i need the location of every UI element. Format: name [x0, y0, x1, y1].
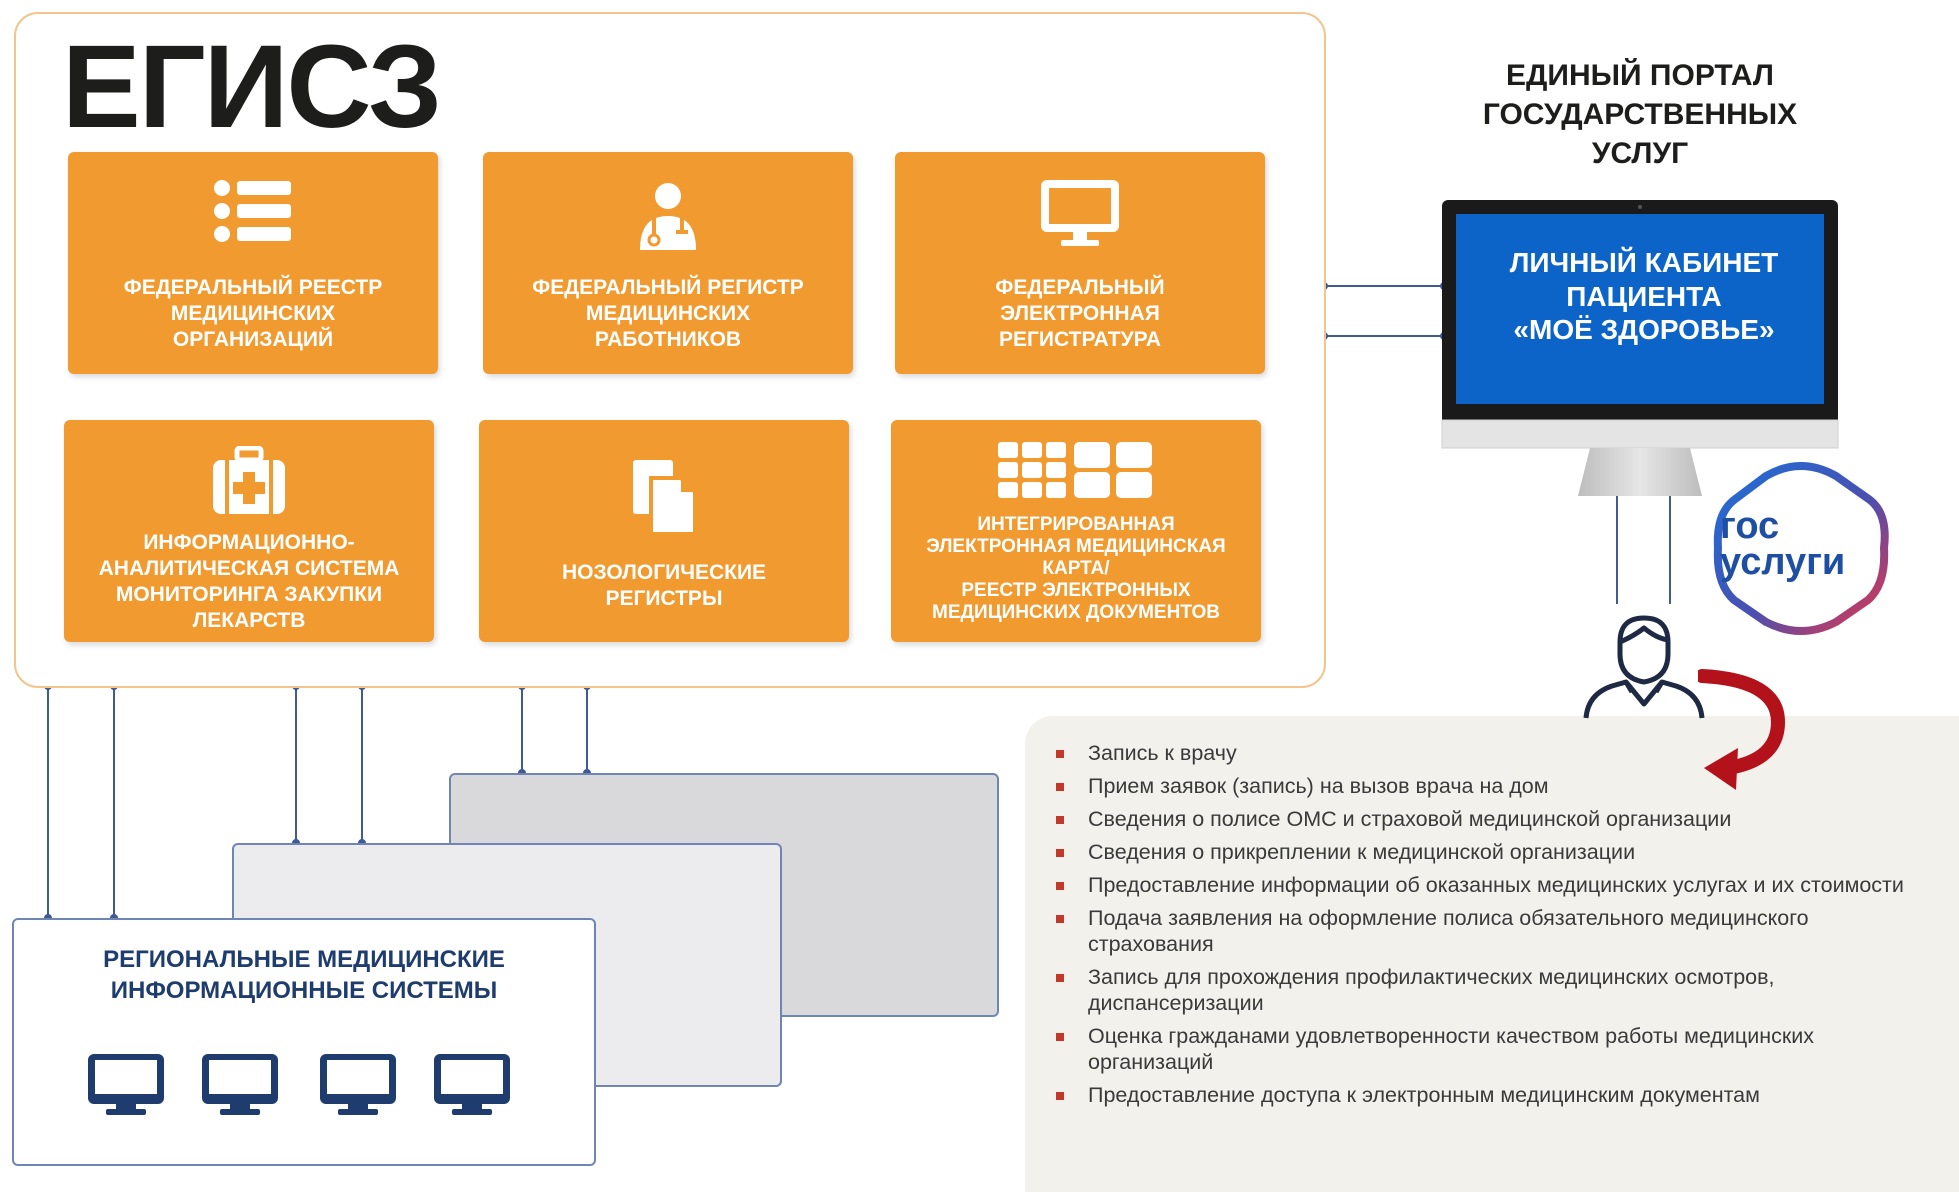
grid-icon [891, 442, 1261, 522]
services-panel [1025, 716, 1959, 1192]
service-item: Сведения о полисе ОМС и страховой медици… [1052, 806, 1932, 832]
tile-federal-register-workers[interactable]: Федеральный регистр медицинских работник… [483, 152, 853, 374]
tile-federal-electronic-registry[interactable]: Федеральный электронная регистратура [895, 152, 1265, 374]
tile-drug-procurement-monitoring[interactable]: Информационно- аналитическая система мон… [64, 420, 434, 642]
egisz-title: ЕГИСЗ [62, 21, 442, 153]
service-item: Запись к врачу [1052, 740, 1932, 766]
service-item: Предоставление доступа к электронным мед… [1052, 1082, 1932, 1108]
tile-integrated-emr[interactable]: Интегрированная электронная медицинская … [891, 420, 1261, 642]
service-item: Предоставление информации об оказанных м… [1052, 872, 1932, 898]
tile-label: Федеральный электронная регистратура [995, 275, 1165, 352]
monitor-icon [895, 178, 1265, 258]
service-item: Прием заявок (запись) на вызов врача на … [1052, 773, 1932, 799]
medkit-icon [64, 446, 434, 526]
computer-icon [202, 1054, 278, 1115]
regional-panel-front[interactable] [12, 918, 596, 1166]
doctor-icon [483, 178, 853, 258]
patient-cabinet-label: ЛИЧНЫЙ КАБИНЕТ ПАЦИЕНТА «МОЁ ЗДОРОВЬЕ» [1509, 247, 1779, 346]
service-item: Сведения о прикреплении к медицинской ор… [1052, 839, 1932, 865]
service-item: Оценка гражданами удовлетворенности каче… [1052, 1023, 1932, 1075]
tile-federal-registry-organizations[interactable]: Федеральный реестр медицинских организац… [68, 152, 438, 374]
services-list: Запись к врачу Прием заявок (запись) на … [1052, 740, 1932, 1115]
computer-icon [434, 1054, 510, 1115]
red-arrow-icon [1698, 669, 1786, 790]
portal-monitor[interactable] [1440, 198, 1840, 498]
gosuslugi-logo-icon [1713, 462, 1889, 635]
portal-title: ЕДИНЫЙ ПОРТАЛ ГОСУДАРСТВЕННЫХ УСЛУГ [1482, 59, 1798, 170]
user-icon [1583, 615, 1705, 719]
regional-computers [86, 1052, 516, 1116]
tile-nosological-registers[interactable]: Нозологические регистры [479, 420, 849, 642]
computer-icon [320, 1054, 396, 1115]
computer-icon [88, 1054, 164, 1115]
logo-line-2: услуги [1720, 541, 1846, 584]
logo-line-1: гос [1720, 505, 1780, 547]
gosuslugi-logo-text: гос услуги [1720, 505, 1846, 584]
list-icon [68, 178, 438, 258]
tile-label: Федеральный регистр медицинских работник… [532, 275, 804, 352]
tile-label: Информационно- аналитическая система мон… [98, 530, 400, 633]
service-item: Запись для прохождения профилактических … [1052, 964, 1932, 1016]
tile-label: Интегрированная электронная медицинская … [926, 514, 1226, 623]
tile-label: Нозологические регистры [561, 560, 767, 610]
regional-systems-label: РЕГИОНАЛЬНЫЕ МЕДИЦИНСКИЕ ИНФОРМАЦИОННЫЕ … [103, 946, 505, 1005]
service-item: Подача заявления на оформление полиса об… [1052, 905, 1932, 957]
tile-label: Федеральный реестр медицинских организац… [123, 275, 383, 352]
documents-icon [479, 456, 849, 536]
